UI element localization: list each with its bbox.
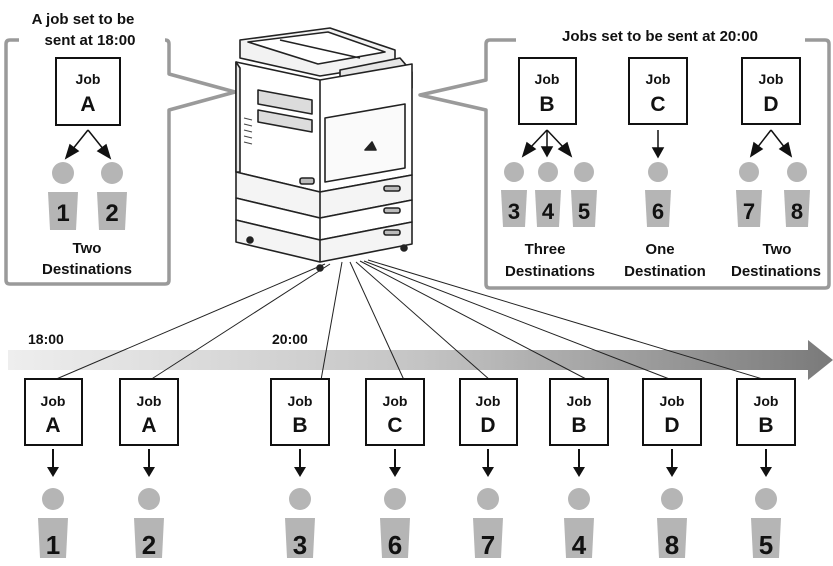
person-icon: 4 [535,162,561,227]
person-icon: 3 [501,162,527,227]
connector-line [320,261,343,381]
person-icon-number: 8 [791,199,803,224]
timeline-item: Job A 1 [24,378,83,560]
timeline-job-word: Job [137,393,162,409]
timeline-item: Job A 2 [119,378,179,560]
person-icon: 6 [645,162,671,227]
timeline-item: Job B 3 [270,378,330,560]
person-icon-number: 2 [105,200,118,227]
person-icon: 5 [571,162,597,227]
job-caption-line-2: Destinations [505,263,595,280]
connector-line [349,261,405,381]
job-caption-line-1: One [645,241,674,258]
fan-arrows [521,129,573,158]
timeline-job-word: Job [754,393,779,409]
timeline-item: Job B 5 [736,378,796,560]
timeline-dest-number: 4 [572,530,587,560]
job-card-word: Job [76,71,101,87]
job-card: Job D [741,57,801,125]
timeline-dest-number: 3 [293,530,307,560]
timeline-item: Job D 7 [459,378,518,560]
person-icon-number: 1 [56,200,69,227]
person-icon: 1 [48,162,78,230]
job-caption-line-1: Two [763,241,792,258]
job-card-word: Job [535,71,560,87]
person-icon: 8 [784,162,810,227]
timeline-job-letter: A [141,414,156,437]
timeline-dest-number: 8 [665,530,679,560]
timeline-dest-number: 5 [759,530,773,560]
job-card: Job A [55,57,121,126]
timeline-sequence: Job A 1 Job A 2 Job B 3 [24,378,796,560]
callout-left-caption-line-1: Two [73,240,102,257]
timeline-job-letter: B [292,414,307,437]
timeline-job-word: Job [41,393,66,409]
timeline-job-word: Job [288,393,313,409]
callout-right-border [418,38,831,290]
timeline-dest-number: 6 [388,530,402,560]
callout-right: Jobs set to be sent at 20:00 Job B 3 4 5 [418,28,831,290]
job-card-letter: B [539,93,554,116]
job-card: Job B [518,57,577,125]
timeline-item: Job D 8 [642,378,702,560]
job-card: Job C [628,57,688,125]
person-icon-number: 7 [743,199,755,224]
job-card-word: Job [646,71,671,87]
timeline-dest-number: 7 [481,530,495,560]
callout-left: A job set to be sent at 18:00 Job A 1 2 … [4,11,237,286]
timeline-job-word: Job [660,393,685,409]
connector-line [359,260,589,381]
job-card-letter: C [650,93,665,116]
job-card-letter: A [80,93,95,116]
printer-illustration [235,27,413,272]
connector-line [355,261,491,381]
timeline-job-word: Job [476,393,501,409]
person-icon-number: 5 [578,199,590,224]
callout-right-title: Jobs set to be sent at 20:00 [562,28,758,45]
timeline-item: Job C 6 [365,378,425,560]
timeline-job-word: Job [567,393,592,409]
callout-left-caption-line-2: Destinations [42,261,132,278]
timeline-arrow [8,340,833,380]
person-icon: 2 [97,162,127,230]
timeline-job-letter: D [664,414,679,437]
callout-left-title-line-2: sent at 18:00 [45,32,136,49]
timeline-dest-number: 1 [46,530,60,560]
down-arrow [651,130,665,159]
fan-arrows [64,129,112,160]
timeline-job-letter: B [758,414,773,437]
fan-arrows [749,129,793,158]
timeline-dest-number: 2 [142,530,156,560]
timeline-job-letter: D [480,414,495,437]
connector-line [363,260,673,381]
person-icon-number: 6 [652,199,664,224]
time-label-20: 20:00 [272,331,308,347]
time-label-18: 18:00 [28,331,64,347]
job-caption-line-2: Destination [624,263,706,280]
timeline-job-letter: A [45,414,60,437]
timeline-job-word: Job [383,393,408,409]
timeline-job-letter: C [387,414,402,437]
job-caption-line-1: Three [525,241,566,258]
callout-left-title-line-1: A job set to be [32,11,135,28]
job-caption-line-2: Destinations [731,263,821,280]
person-icon-number: 4 [542,199,555,224]
connector-lines [53,259,767,381]
person-icon-number: 3 [508,199,520,224]
job-card-word: Job [759,71,784,87]
connector-line [367,259,767,381]
callout-left-border [4,38,237,286]
connector-line [53,263,326,381]
job-card-letter: D [763,93,778,116]
timeline-item: Job B 4 [549,378,609,560]
timeline-job-letter: B [571,414,586,437]
connector-line [149,263,331,381]
person-icon: 7 [736,162,762,227]
